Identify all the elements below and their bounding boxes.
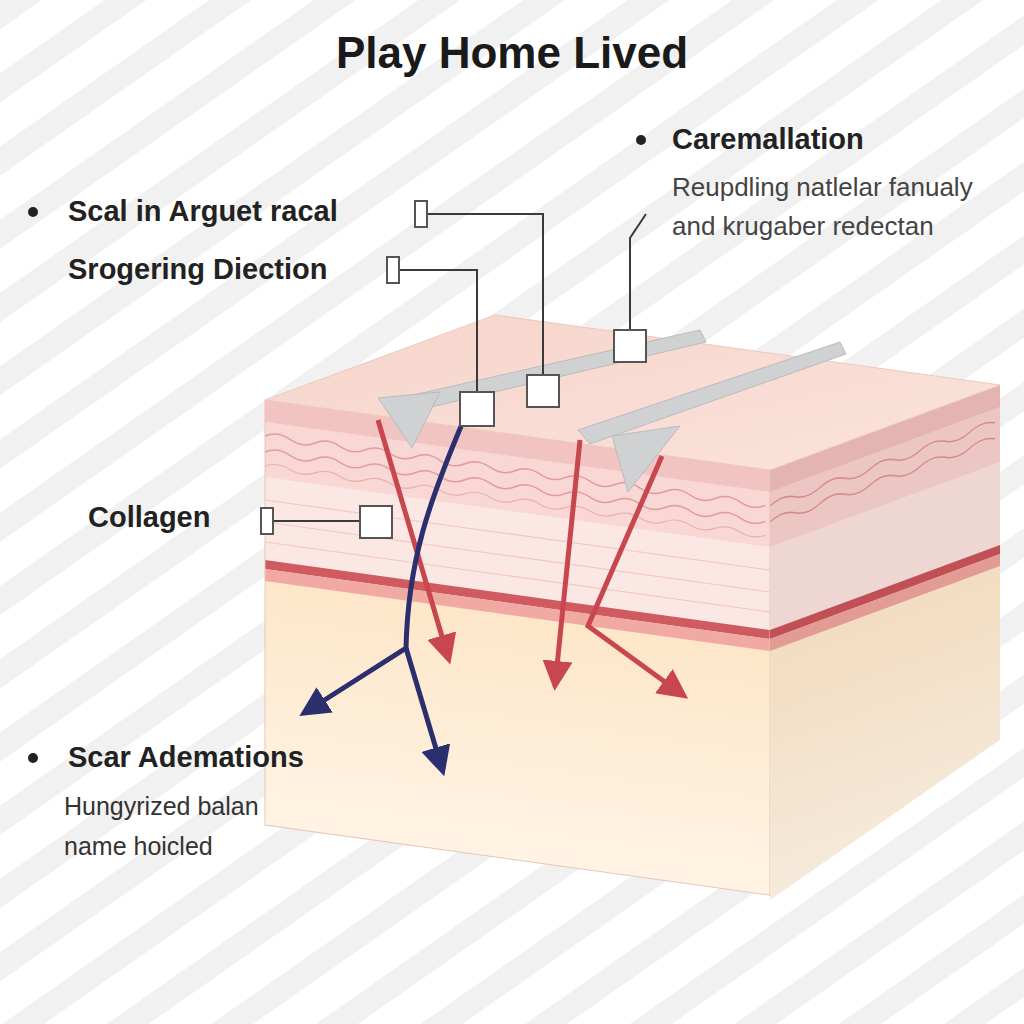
part-label: Scar Ademations xyxy=(68,740,304,775)
diagram-title: Play Home Lived xyxy=(0,28,1024,78)
part-label: Caremallation xyxy=(672,122,864,157)
skin-front-face xyxy=(265,400,770,895)
navy-arrows xyxy=(312,424,462,762)
red-arrows xyxy=(378,420,676,690)
part-label: Scal in Arguet racal xyxy=(68,194,338,229)
label-slot: Hungyrized balan name hoicled xyxy=(64,786,304,866)
label-slot: Reupdling natlelar fanualy and krugaber … xyxy=(672,168,982,246)
part-label: Collagen xyxy=(88,500,210,535)
description-text: Reupdling natlelar fanualy and krugaber … xyxy=(672,168,982,246)
label-slot: Srogering Diection xyxy=(68,252,327,287)
label-slot: Scar Ademations xyxy=(68,740,304,775)
bullet-dots xyxy=(28,135,646,763)
label-slot: Collagen xyxy=(88,500,210,535)
description-text: Hungyrized balan name hoicled xyxy=(64,786,304,866)
surface-arrows xyxy=(378,330,846,492)
leader-lines xyxy=(273,214,646,521)
callout-squares xyxy=(261,201,646,538)
label-slot: Scal in Arguet racal xyxy=(68,194,338,229)
skin-side-face xyxy=(770,385,1000,900)
part-label: Srogering Diection xyxy=(68,252,327,287)
title-slot: Play Home Lived xyxy=(0,28,1024,78)
label-slot: Caremallation xyxy=(672,122,864,157)
